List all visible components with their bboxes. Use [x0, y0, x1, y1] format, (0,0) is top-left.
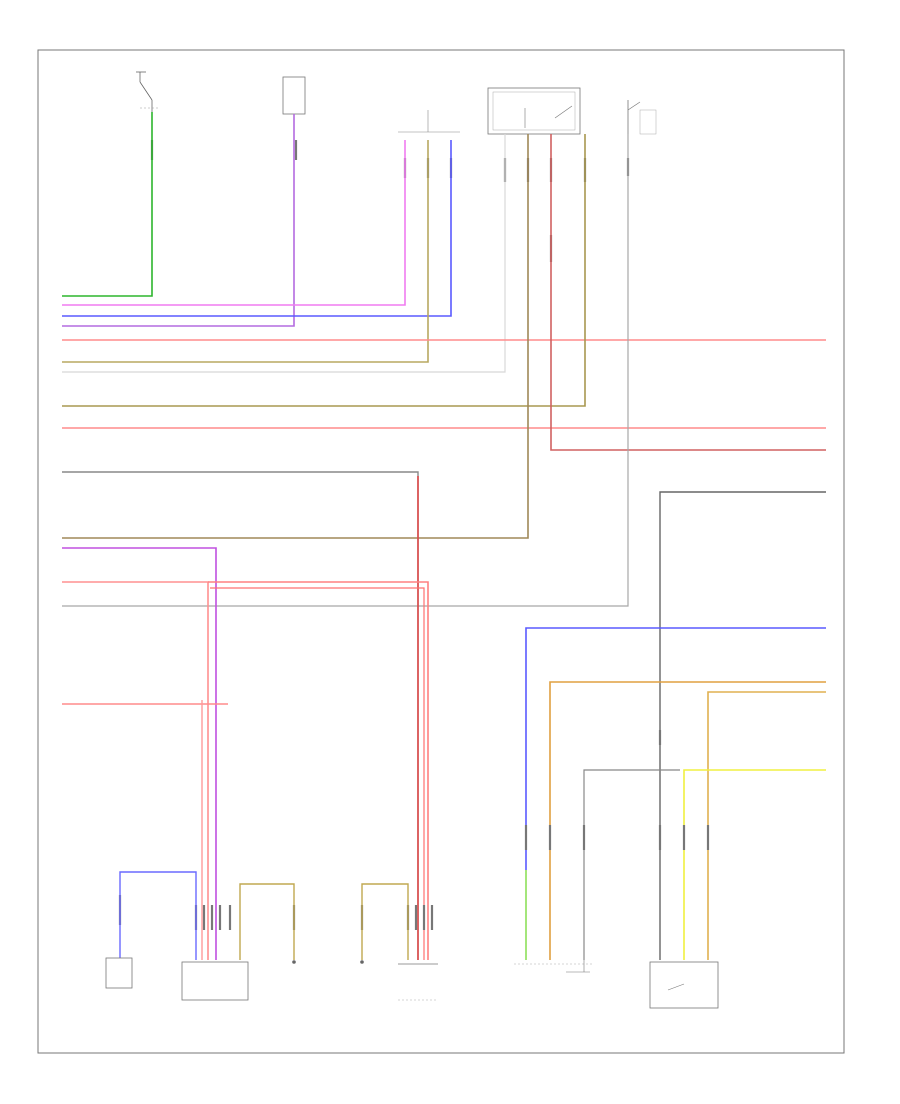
ground-clutch — [292, 960, 296, 964]
clutch-position-sensor — [181, 961, 249, 1001]
wire-gray-right — [659, 491, 826, 960]
diagram-frame — [37, 49, 845, 1054]
wire-red-dual-b — [550, 134, 826, 451]
wire-olive-dual-c — [62, 134, 529, 539]
wire-olive-fuel — [62, 140, 429, 363]
fuel-tank-sensor — [398, 110, 460, 133]
wire-yellow-right — [683, 769, 826, 960]
coolant-temperature-sensor — [649, 961, 719, 1009]
wire-orange-coolant — [707, 691, 826, 960]
ground-brake — [360, 960, 364, 964]
ac-pressure-sensor — [514, 960, 592, 973]
wire-pink-clutch — [62, 581, 209, 960]
wire-red-brake-c — [210, 587, 425, 960]
wire-gray-neutral — [62, 134, 629, 607]
wire-olive-brake-gnd — [361, 883, 409, 960]
wire-red-brake-b — [208, 581, 429, 960]
dual-pressure-switch — [487, 87, 581, 135]
brake-light-switch — [398, 963, 438, 1001]
wire-magenta-fuel — [62, 140, 406, 306]
wire-blue-right — [525, 627, 826, 870]
wire-violet-ps — [62, 114, 295, 327]
wire-gray-dual — [62, 134, 506, 373]
power-steering-sensor — [282, 76, 306, 115]
wire-olive-dual — [62, 134, 586, 407]
oil-pressure-switch — [136, 71, 160, 112]
wire-olive-clutch-gnd — [239, 883, 295, 960]
wire-gray-ac — [583, 769, 680, 960]
wire-orange-right — [549, 681, 826, 960]
connector-marks-top — [150, 140, 630, 262]
transmission-control-module — [105, 871, 197, 989]
neutral-switch — [627, 100, 657, 140]
wire-blue-fuel — [62, 140, 452, 317]
wire-magenta-clutch — [62, 547, 217, 960]
wire-green-oil — [62, 112, 153, 297]
